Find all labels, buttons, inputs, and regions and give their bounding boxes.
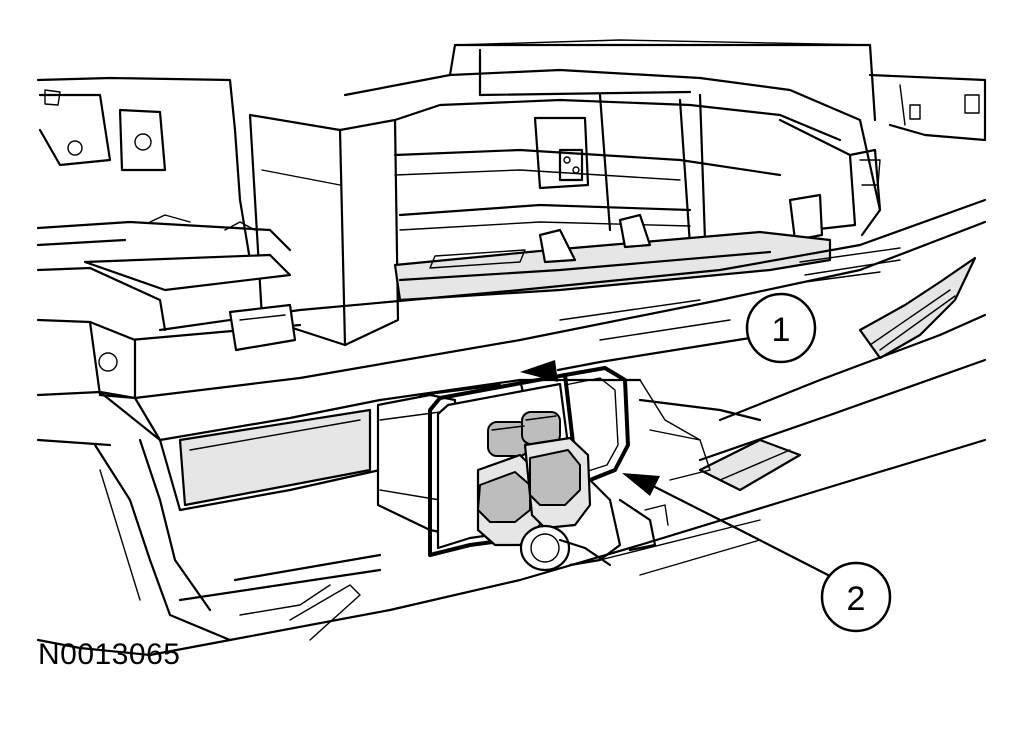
callout-1-circle [745, 292, 817, 364]
callout-1: 1 [520, 292, 817, 382]
callout-2: 2 [622, 473, 892, 633]
upper-dash-structure [36, 39, 987, 347]
callout-2-circle [820, 561, 892, 633]
instrument-panel-beam [36, 198, 987, 657]
switch-module [376, 366, 669, 572]
figure-id-label: N0013065 [38, 638, 181, 671]
center-tray [393, 213, 832, 302]
callout-1-label: 1 [772, 311, 791, 349]
callout-2-label: 2 [847, 580, 866, 618]
